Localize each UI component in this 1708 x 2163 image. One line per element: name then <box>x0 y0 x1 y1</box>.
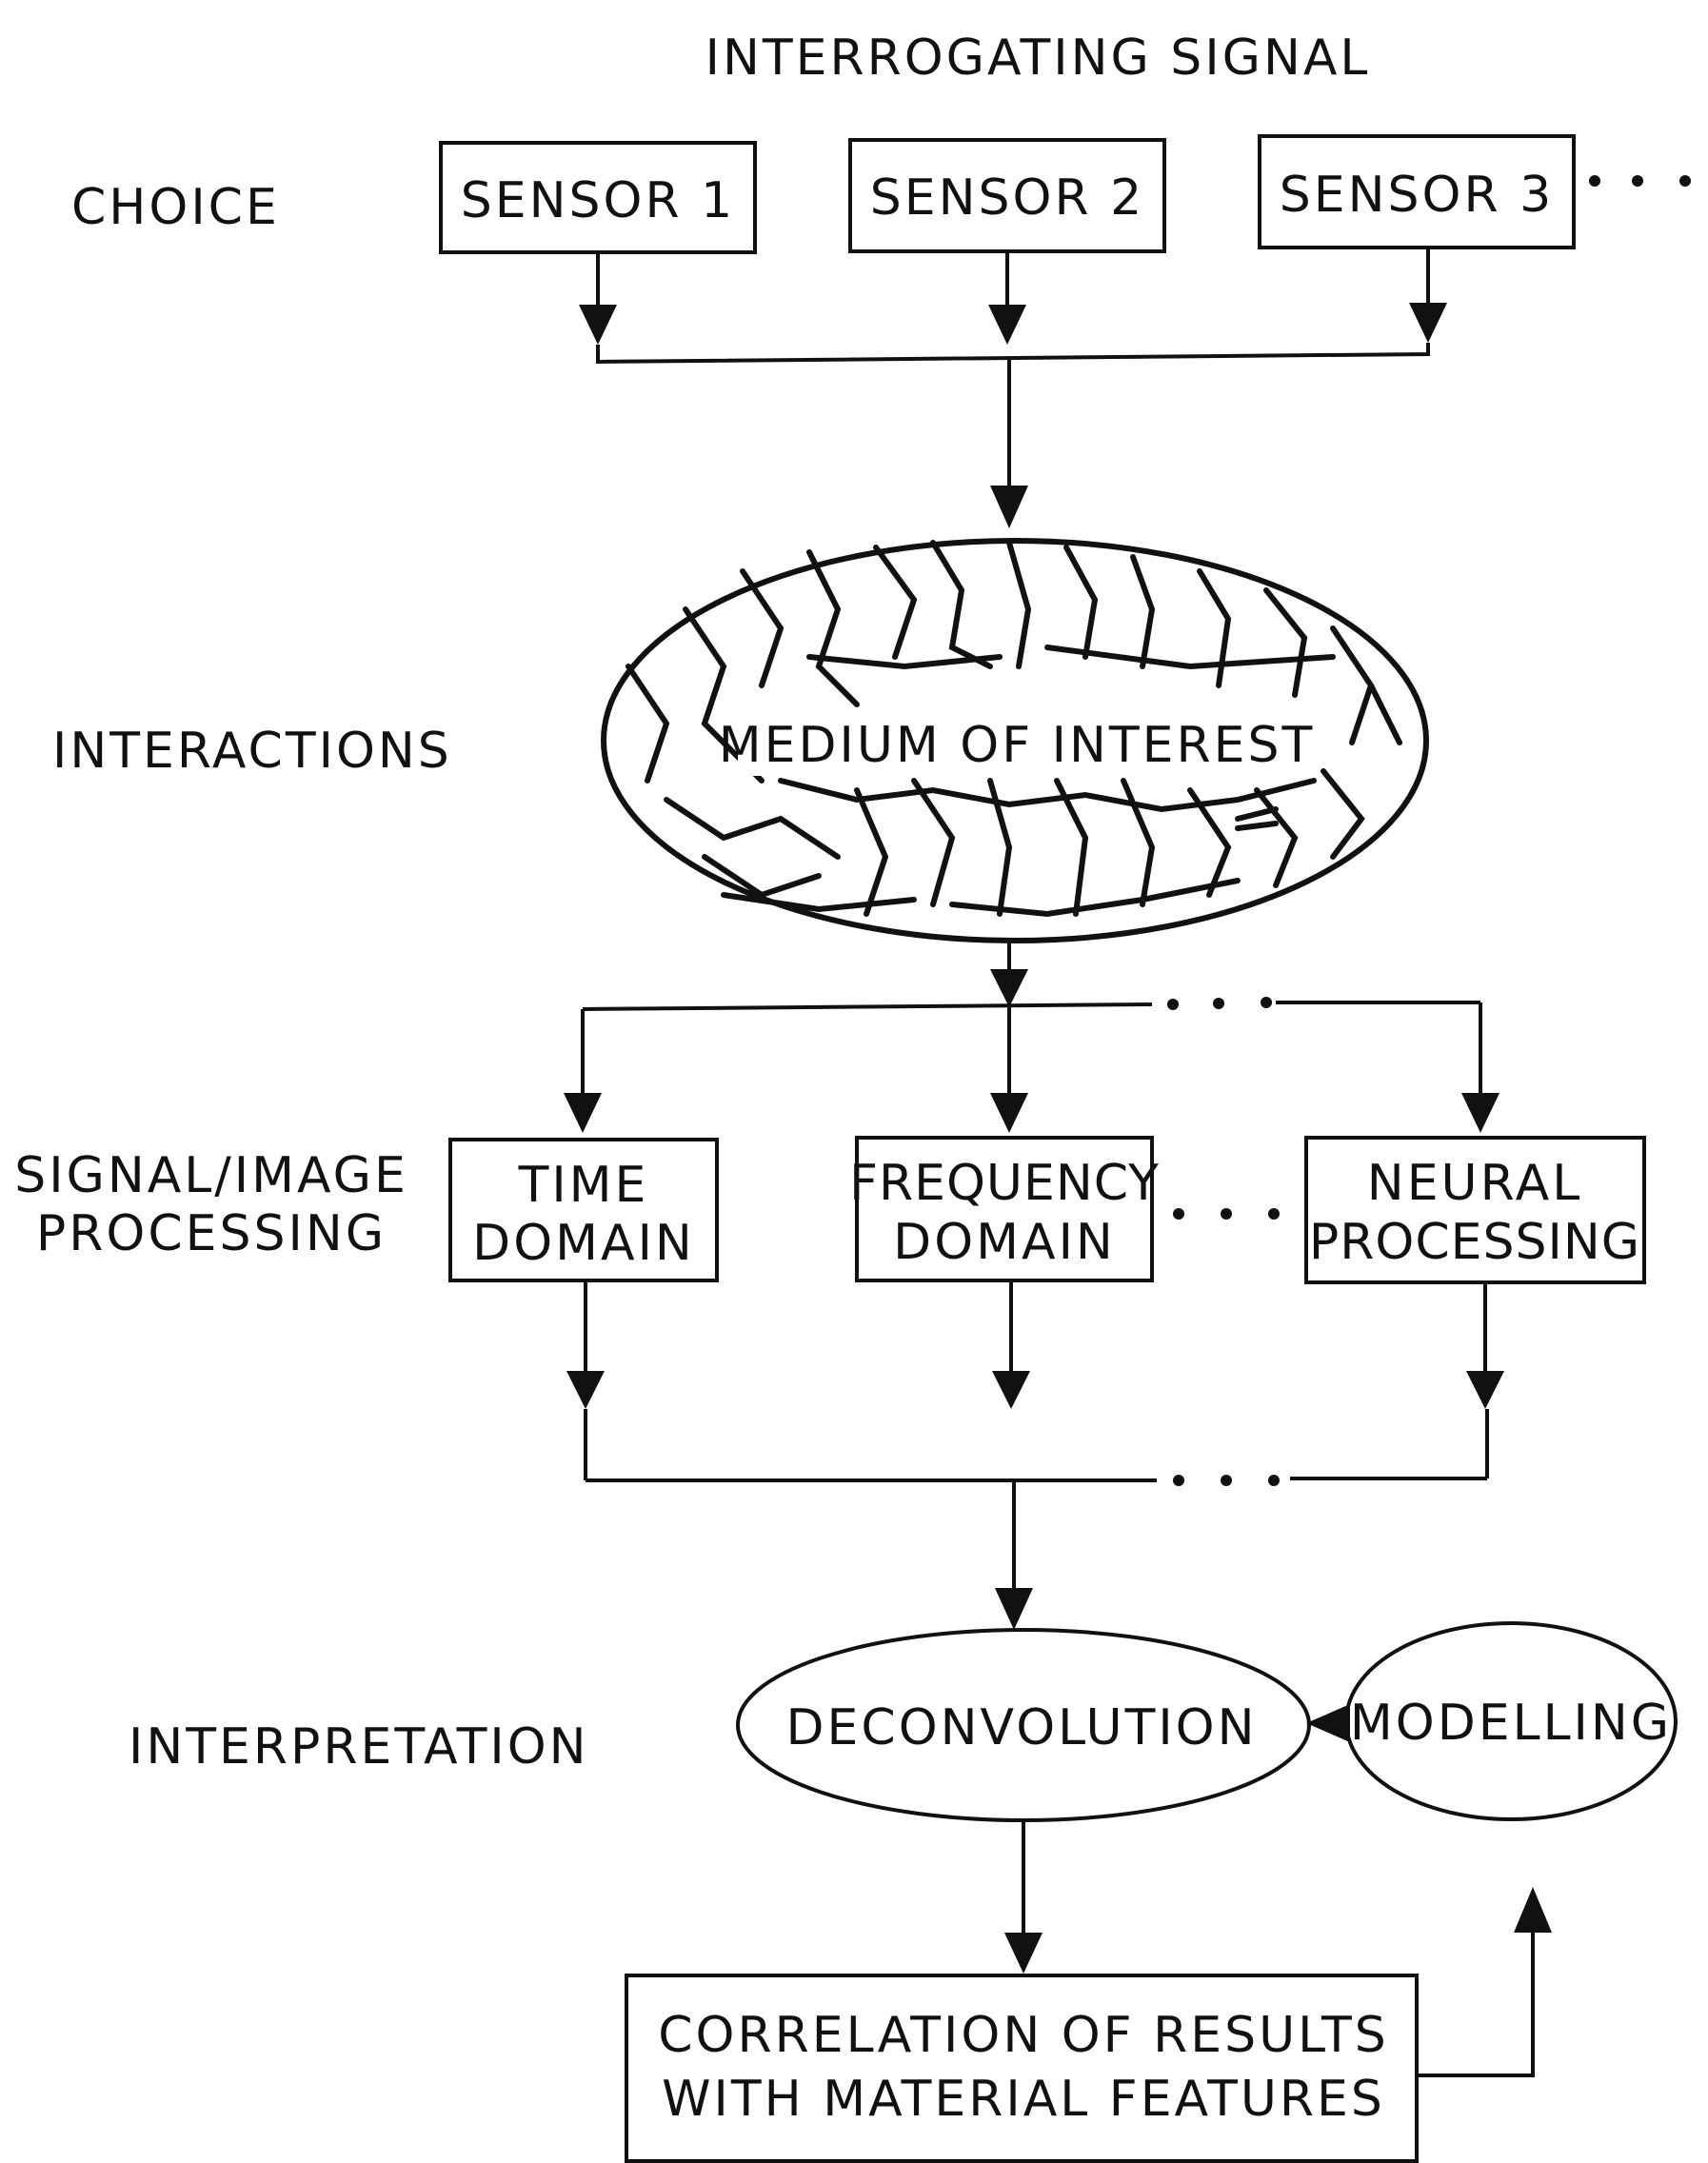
neural-processing-line1: NEURAL <box>1367 1155 1582 1212</box>
time-domain-line1: TIME <box>518 1157 649 1214</box>
sensor-more-ellipsis <box>1589 175 1691 187</box>
sensor-3-label: SENSOR 3 <box>1280 167 1554 224</box>
neural-processing-line2: PROCESSING <box>1309 1214 1640 1271</box>
time-domain-box <box>448 1138 719 1282</box>
deconvolution-to-correlation-arrow <box>1004 1820 1043 1974</box>
stage-label-interpretation: INTERPRETATION <box>129 1718 589 1776</box>
sensor-1-label: SENSOR 1 <box>461 172 735 229</box>
sensor-1-box <box>439 141 757 254</box>
stage-label-processing-line2: PROCESSING <box>36 1205 387 1262</box>
frequency-domain-line2: DOMAIN <box>893 1214 1116 1271</box>
diagram-title: INTERROGATING SIGNAL <box>705 30 1371 87</box>
medium-of-interest: MEDIUM OF INTEREST <box>601 538 1429 943</box>
frequency-domain-line1: FREQUENCY <box>849 1155 1160 1212</box>
time-domain-line2: DOMAIN <box>472 1215 695 1272</box>
neural-processing-box <box>1304 1136 1646 1284</box>
stage-label-processing-line1: SIGNAL/IMAGE <box>14 1147 408 1204</box>
correlation-line2: WITH MATERIAL FEATURES <box>662 2071 1385 2128</box>
medium-label: MEDIUM OF INTEREST <box>719 717 1316 774</box>
medium-texture <box>626 540 1402 918</box>
frequency-domain-box <box>855 1136 1154 1282</box>
sensor-3-box <box>1258 134 1576 249</box>
stage-label-interactions: INTERACTIONS <box>52 723 452 780</box>
deconvolution-label: DECONVOLUTION <box>786 1699 1258 1756</box>
sensor-2-box <box>848 138 1166 253</box>
correlation-to-modelling-arrow <box>1417 1887 1552 2077</box>
sensor-connectors <box>579 248 1447 528</box>
correlation-box <box>625 1974 1419 2163</box>
modelling-to-deconvolution-arrow <box>1306 1704 1350 1742</box>
modelling-label: MODELLING <box>1350 1695 1672 1752</box>
correlation-line1: CORRELATION OF RESULTS <box>658 2007 1389 2064</box>
processing-to-interpretation-connectors <box>566 1280 1504 1630</box>
sensor-2-label: SENSOR 2 <box>870 169 1144 227</box>
medium-to-processing-connectors <box>564 941 1499 1133</box>
stage-label-choice: CHOICE <box>71 179 280 236</box>
processing-more-ellipsis <box>1173 1208 1280 1220</box>
